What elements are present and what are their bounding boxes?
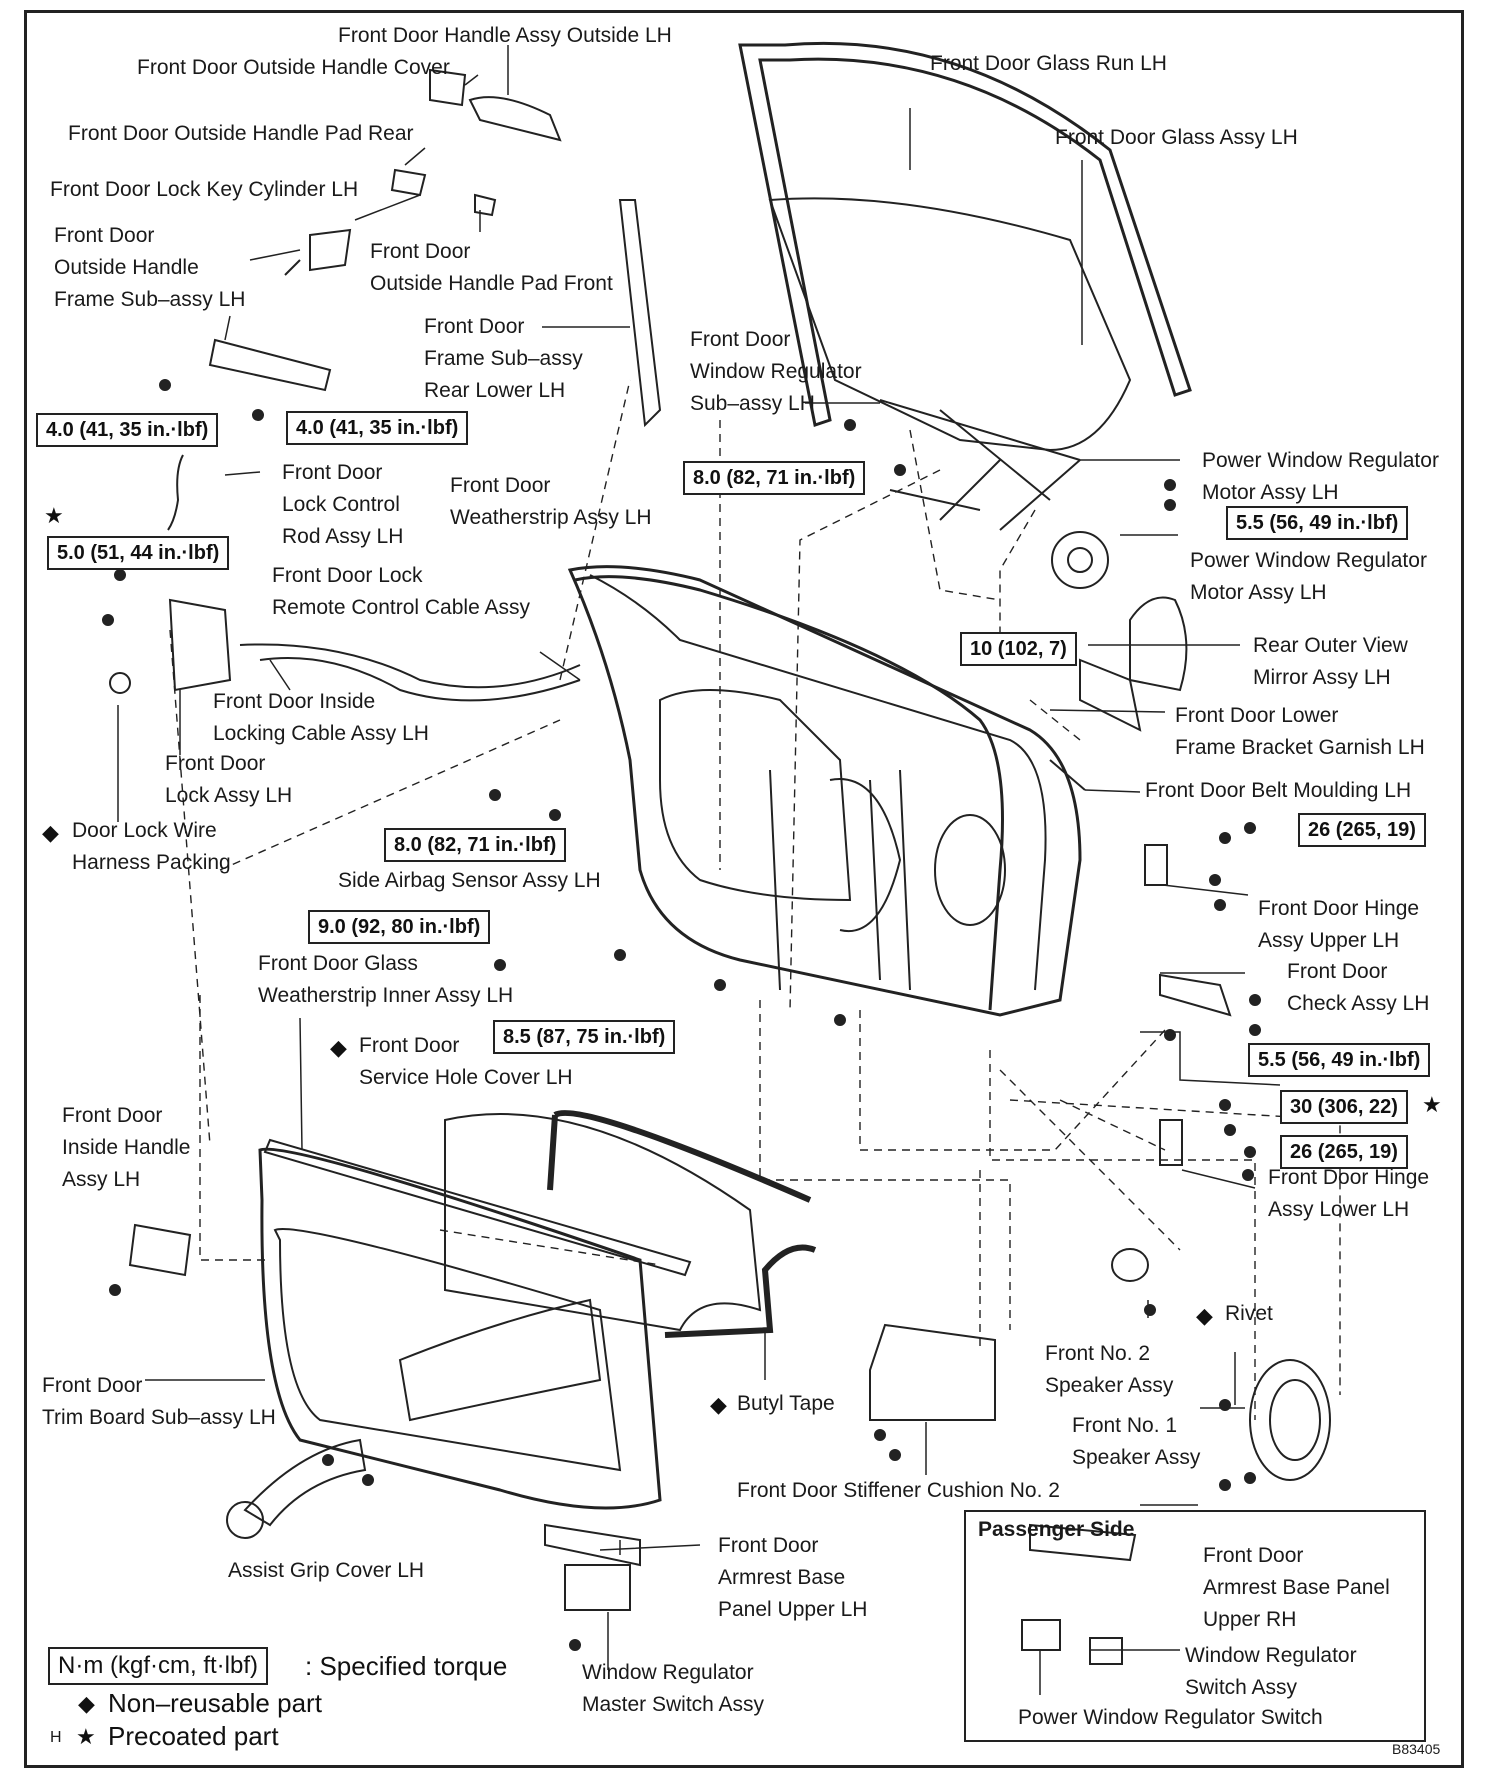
label-outside-handle-frame: Front Door Outside Handle Frame Sub–assy… bbox=[54, 224, 246, 311]
torque-box: 30 (306, 22) bbox=[1280, 1090, 1408, 1124]
nonreusable-mark: ◆ bbox=[42, 820, 59, 845]
weatherstrip-drawing bbox=[574, 575, 1004, 1011]
torque-box: 8.0 (82, 71 in.·lbf) bbox=[683, 461, 866, 495]
lock-assy-drawing bbox=[168, 598, 232, 692]
torque-box: 4.0 (41, 35 in.·lbf) bbox=[286, 411, 469, 445]
label-stiffener-cushion: Front Door Stiffener Cushion No. 2 bbox=[737, 1479, 1060, 1502]
label-lock-control-rod: Front Door Lock Control Rod Assy LH bbox=[282, 461, 404, 548]
label-weatherstrip: Front Door Weatherstrip Assy LH bbox=[450, 474, 652, 529]
outside-handle-drawing bbox=[468, 96, 562, 142]
label-hinge-upper: Front Door Hinge Assy Upper LH bbox=[1258, 897, 1420, 952]
label-switch-assy: Window Regulator Switch Assy bbox=[1185, 1644, 1357, 1699]
armrest-drawing bbox=[544, 1523, 641, 1567]
label-outside-handle-pad-rear: Front Door Outside Handle Pad Rear bbox=[68, 122, 414, 145]
legend-star: ★ bbox=[76, 1724, 96, 1749]
frame-subassy-drawing bbox=[208, 338, 332, 392]
passenger-side-title: Passenger Side bbox=[978, 1518, 1135, 1541]
no2-speaker-drawing bbox=[1111, 1248, 1149, 1282]
label-hinge-lower: Front Door Hinge Assy Lower LH bbox=[1268, 1166, 1430, 1221]
label-glass-assy: Front Door Glass Assy LH bbox=[1055, 126, 1298, 149]
label-outside-handle-pad-front: Front Door Outside Handle Pad Front bbox=[370, 240, 613, 295]
label-remote-control-cable: Front Door Lock Remote Control Cable Ass… bbox=[272, 564, 530, 619]
glass-run-drawing bbox=[738, 41, 1192, 427]
label-rear-view-mirror: Rear Outer View Mirror Assy LH bbox=[1253, 634, 1408, 689]
label-harness-packing: Door Lock Wire Harness Packing bbox=[72, 819, 231, 874]
label-inside-handle: Front Door Inside Handle Assy LH bbox=[62, 1104, 191, 1191]
label-armrest-rh: Front Door Armrest Base Panel Upper RH bbox=[1203, 1544, 1390, 1631]
torque-box: 8.0 (82, 71 in.·lbf) bbox=[384, 828, 567, 862]
label-side-airbag-sensor: Side Airbag Sensor Assy LH bbox=[338, 869, 601, 892]
label-lock-key-cylinder: Front Door Lock Key Cylinder LH bbox=[50, 178, 359, 201]
inner-weatherstrip-drawing bbox=[263, 1138, 692, 1277]
passenger-side-box bbox=[964, 1510, 1426, 1742]
rear-lower-frame-drawing bbox=[618, 199, 662, 428]
label-assist-grip-cover: Assist Grip Cover LH bbox=[228, 1559, 425, 1582]
torque-box: 8.5 (87, 75 in.·lbf) bbox=[493, 1020, 676, 1054]
label-butyl-tape: Butyl Tape bbox=[737, 1392, 835, 1415]
no1-speaker-drawing bbox=[1249, 1359, 1331, 1481]
label-handle-assy-outside: Front Door Handle Assy Outside LH bbox=[338, 24, 672, 47]
stiffener-cushion-drawing bbox=[869, 1323, 996, 1421]
label-no1-speaker: Front No. 1 Speaker Assy bbox=[1072, 1414, 1201, 1469]
label-inside-locking-cable: Front Door Inside Locking Cable Assy LH bbox=[213, 690, 429, 745]
legend-nonreusable: Non–reusable part bbox=[108, 1688, 322, 1718]
mirror-drawing bbox=[1129, 596, 1188, 692]
legend-torque-unit: N·m (kgf·cm, ft·lbf) bbox=[48, 1647, 268, 1685]
legend-precoated: Precoated part bbox=[108, 1721, 279, 1751]
torque-box: 5.5 (56, 49 in.·lbf) bbox=[1248, 1043, 1431, 1077]
diagram-frame bbox=[24, 10, 1464, 1768]
label-outside-handle-cover: Front Door Outside Handle Cover bbox=[137, 56, 450, 79]
window-regulator-drawing bbox=[879, 399, 1081, 531]
label-window-regulator: Front Door Window Regulator Sub–assy LH bbox=[690, 328, 862, 415]
label-lock-assy: Front Door Lock Assy LH bbox=[165, 752, 293, 807]
door-panel-drawing bbox=[567, 565, 1082, 1017]
torque-box: 10 (102, 7) bbox=[960, 632, 1077, 666]
torque-box: 5.5 (56, 49 in.·lbf) bbox=[1226, 506, 1409, 540]
label-glass-weatherstrip-inner: Front Door Glass Weatherstrip Inner Assy… bbox=[258, 952, 514, 1007]
nonreusable-mark: ◆ bbox=[710, 1392, 727, 1417]
torque-box: 9.0 (92, 80 in.·lbf) bbox=[308, 910, 491, 944]
label-no2-speaker: Front No. 2 Speaker Assy bbox=[1045, 1342, 1174, 1397]
label-service-hole-cover: Front Door Service Hole Cover LH bbox=[359, 1034, 573, 1089]
hinge-lower-drawing bbox=[1159, 1119, 1183, 1166]
torque-box: 26 (265, 19) bbox=[1298, 813, 1426, 847]
hinge-upper-drawing bbox=[1144, 844, 1168, 886]
label-armrest-base-upper: Front Door Armrest Base Panel Upper LH bbox=[718, 1534, 868, 1621]
motor-drawing bbox=[1051, 531, 1109, 589]
legend-torque-text: : Specified torque bbox=[305, 1651, 508, 1681]
torque-box: 26 (265, 19) bbox=[1280, 1135, 1408, 1169]
check-assy-drawing bbox=[1159, 973, 1232, 1017]
torque-box: 5.0 (51, 44 in.·lbf) bbox=[47, 536, 230, 570]
service-hole-cover-drawing bbox=[444, 1113, 762, 1332]
label-check-assy: Front Door Check Assy LH bbox=[1287, 960, 1430, 1015]
nonreusable-mark: ◆ bbox=[1196, 1303, 1213, 1328]
figure-id: B83405 bbox=[1392, 1741, 1441, 1757]
label-belt-moulding: Front Door Belt Moulding LH bbox=[1145, 779, 1412, 802]
butyl-tape-drawing bbox=[547, 1110, 817, 1338]
trim-board-drawing bbox=[258, 1147, 662, 1510]
label-frame-rear-lower: Front Door Frame Sub–assy Rear Lower LH bbox=[424, 315, 583, 402]
label-glass-run: Front Door Glass Run LH bbox=[930, 52, 1167, 75]
precoated-mark: ★ bbox=[44, 503, 64, 528]
remote-cable-drawing bbox=[239, 643, 581, 689]
key-cylinder-drawing bbox=[284, 228, 352, 276]
label-lower-frame-garnish: Front Door Lower Frame Bracket Garnish L… bbox=[1175, 704, 1425, 759]
label-pw-motor-2: Power Window Regulator Motor Assy LH bbox=[1190, 549, 1427, 604]
legend-diamond: ◆ bbox=[78, 1691, 95, 1716]
label-master-switch: Window Regulator Master Switch Assy bbox=[582, 1661, 765, 1716]
label-pw-switch: Power Window Regulator Switch bbox=[1018, 1706, 1323, 1729]
nonreusable-mark: ◆ bbox=[330, 1035, 347, 1060]
legend-h-mark: H bbox=[50, 1729, 62, 1746]
master-switch-drawing bbox=[564, 1564, 631, 1611]
label-trim-board: Front Door Trim Board Sub–assy LH bbox=[42, 1374, 276, 1429]
glass-drawing bbox=[768, 197, 1132, 452]
inside-handle-drawing bbox=[128, 1223, 192, 1277]
torque-box: 4.0 (41, 35 in.·lbf) bbox=[36, 413, 219, 447]
label-rivet: Rivet bbox=[1225, 1302, 1273, 1325]
precoated-mark: ★ bbox=[1422, 1092, 1442, 1117]
label-pw-motor-1: Power Window Regulator Motor Assy LH bbox=[1202, 449, 1439, 504]
